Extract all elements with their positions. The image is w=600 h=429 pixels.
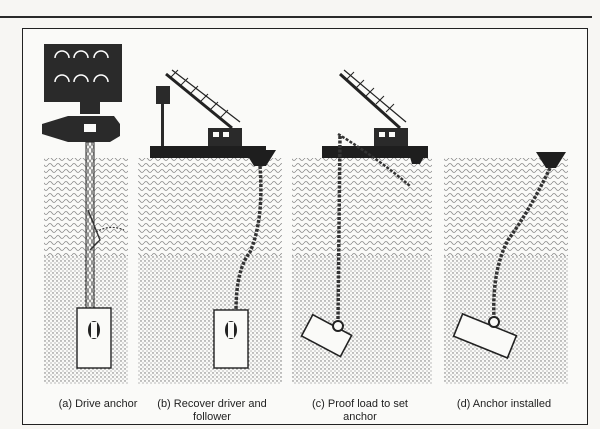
seabed-b: [138, 256, 282, 384]
panel-c-proof-load: [292, 69, 432, 384]
water-column-c: [292, 158, 432, 256]
crane-barge-icon: [322, 69, 428, 158]
chain-icon: [492, 167, 552, 319]
panel-b-recover-driver: [138, 69, 282, 384]
caption-d: (d) Anchor installed: [456, 398, 552, 410]
caption-a: (a) Drive anchor: [58, 398, 138, 410]
panel-a-drive-anchor: [42, 44, 128, 384]
caption-b: (b) Recover driver and follower: [157, 398, 267, 423]
chain-icon: [87, 209, 101, 251]
chain-icon: [336, 135, 342, 321]
caption-c: (c) Proof load to set anchor: [312, 398, 408, 423]
panel-d-anchor-installed: [444, 152, 568, 384]
chain-icon: [337, 132, 411, 187]
buoy-icon: [408, 150, 428, 164]
crane-barge-icon: [150, 69, 266, 158]
water-column-b: [138, 158, 282, 256]
drive-rig-icon: [42, 44, 122, 142]
top-rule: [0, 16, 592, 18]
chain-icon: [234, 165, 263, 311]
buoy-icon: [244, 150, 276, 166]
buoy-icon: [536, 152, 566, 168]
